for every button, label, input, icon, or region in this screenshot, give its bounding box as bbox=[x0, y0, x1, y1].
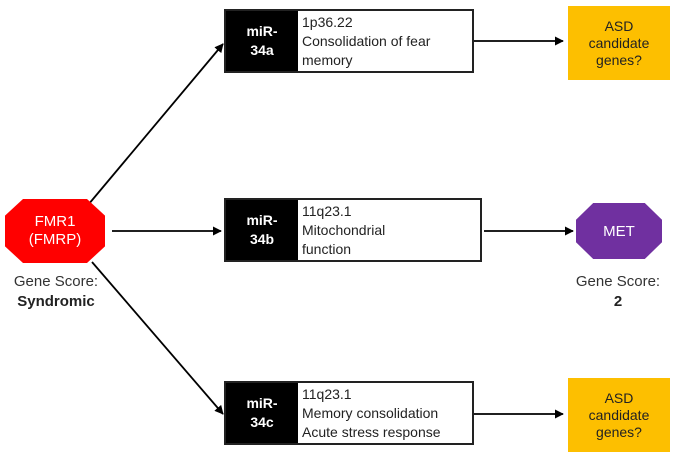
fmr1-node: FMR1 (FMRP) bbox=[5, 199, 105, 263]
mir34c-function-line2: Acute stress response bbox=[302, 424, 441, 440]
asd-line2: candidate bbox=[588, 406, 650, 423]
mir34a-box: miR- 34a 1p36.22 Consolidation of fear m… bbox=[224, 9, 474, 73]
mir34c-details: 11q23.1 Memory consolidation Acute stres… bbox=[298, 383, 472, 443]
mir34a-name-line1: miR- bbox=[246, 23, 278, 39]
asd-candidate-box-bottom: ASD candidate genes? bbox=[568, 378, 670, 452]
mir34c-name: miR- 34c bbox=[226, 383, 298, 443]
asd-line3: genes? bbox=[596, 51, 642, 68]
asd-line1: ASD bbox=[604, 389, 634, 406]
mir34b-function-line1: Mitochondrial bbox=[302, 222, 386, 238]
asd-candidate-box-top: ASD candidate genes? bbox=[568, 6, 670, 80]
mir34c-name-line1: miR- bbox=[246, 395, 278, 411]
met-label: MET bbox=[603, 222, 635, 240]
mir34c-name-line2: 34c bbox=[250, 414, 274, 430]
fmrp-label: (FMRP) bbox=[28, 231, 82, 248]
gene-score-value: Syndromic bbox=[17, 293, 95, 310]
fmr1-gene-score: Gene Score: Syndromic bbox=[2, 272, 110, 312]
gene-score-label: Gene Score: bbox=[13, 273, 99, 290]
asd-line2: candidate bbox=[588, 34, 650, 51]
mir34a-details: 1p36.22 Consolidation of fear memory bbox=[298, 11, 472, 71]
arrow-fmr1-to-mir34c bbox=[91, 261, 224, 415]
met-node: MET bbox=[576, 203, 662, 259]
mir34b-details: 11q23.1 Mitochondrial function bbox=[298, 200, 480, 260]
mir34c-box: miR- 34c 11q23.1 Memory consolidation Ac… bbox=[224, 381, 474, 445]
mir34b-locus: 11q23.1 bbox=[302, 203, 352, 219]
mir34b-name-line2: 34b bbox=[249, 231, 275, 247]
mir34a-function-line2: memory bbox=[302, 52, 353, 68]
fmr1-label: FMR1 bbox=[34, 213, 76, 230]
mir34a-name-line2: 34a bbox=[250, 42, 274, 58]
mir34b-name-line1: miR- bbox=[246, 212, 278, 228]
mir34c-locus: 11q23.1 bbox=[302, 386, 352, 402]
mir34b-box: miR- 34b 11q23.1 Mitochondrial function bbox=[224, 198, 482, 262]
mir34a-function-line1: Consolidation of fear bbox=[302, 33, 431, 49]
met-gene-score: Gene Score: 2 bbox=[562, 272, 674, 312]
met-gene-score-value: 2 bbox=[613, 293, 623, 310]
mir34a-locus: 1p36.22 bbox=[302, 14, 353, 30]
mir34c-function-line1: Memory consolidation bbox=[302, 405, 439, 421]
asd-line3: genes? bbox=[596, 423, 642, 440]
mir34b-function-line2: function bbox=[302, 241, 352, 257]
mir34b-name: miR- 34b bbox=[226, 200, 298, 260]
asd-line1: ASD bbox=[604, 17, 634, 34]
met-gene-score-label: Gene Score: bbox=[575, 273, 661, 290]
arrow-fmr1-to-mir34a bbox=[87, 43, 224, 206]
mir34a-name: miR- 34a bbox=[226, 11, 298, 71]
